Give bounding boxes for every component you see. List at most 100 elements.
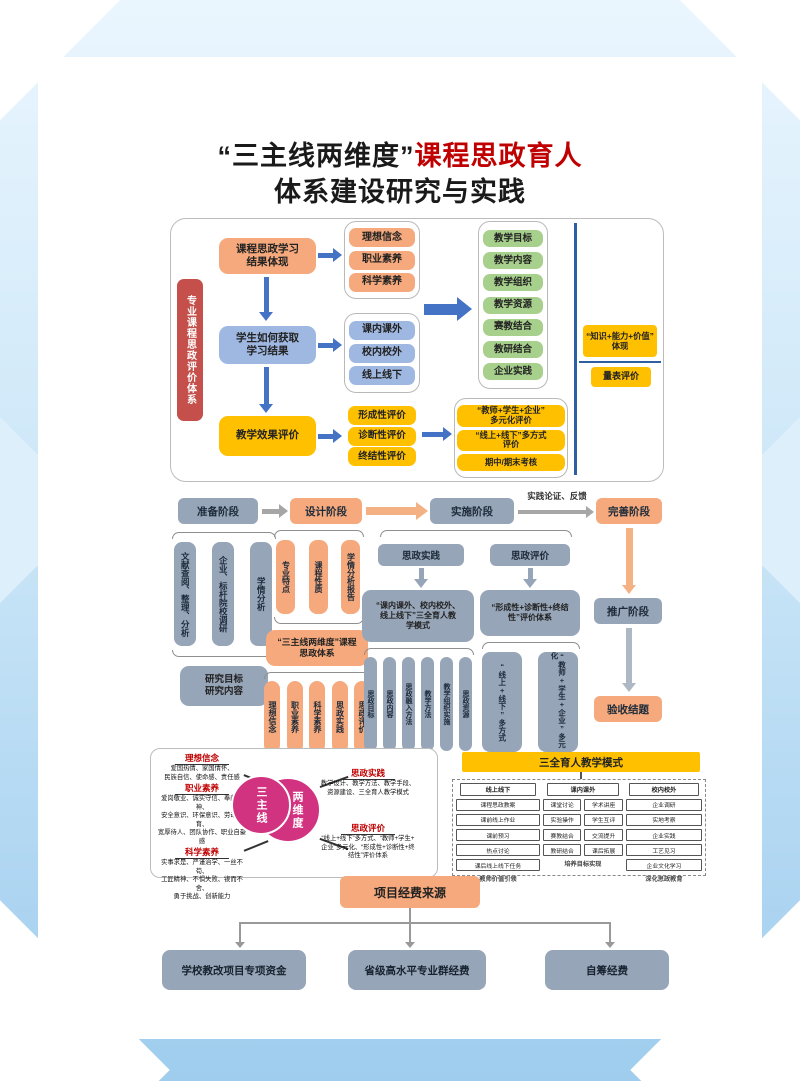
connector-line — [580, 772, 582, 779]
column-header: 校内校外 — [628, 783, 699, 796]
pill-item: 期中/期末考核 — [457, 454, 565, 472]
title-black-part: “三主线两维度” — [217, 141, 415, 171]
stage-arrow — [518, 506, 594, 518]
funding-drop-arrow — [403, 922, 417, 948]
down-arrow — [621, 628, 637, 692]
item-box: 赛教结合 — [542, 828, 582, 842]
item-box: 企业文化学习 — [625, 858, 702, 872]
vertical-pill: “线上+线下”多方式 — [482, 652, 522, 752]
box-how-students-obtain: 学生如何获取 学习结果 — [219, 326, 316, 364]
matrix-block: 思政评价 “线上+线下”多方式、“教师+学生+ 企业”多元化、“形成性+诊断性+… — [303, 822, 433, 861]
down-arrow — [621, 528, 637, 594]
two-dimensions-label: 两维度 — [291, 790, 303, 830]
stage-implement: 实施阶段 — [430, 498, 514, 524]
vertical-pill: 教学组织实施 — [440, 657, 453, 751]
process-flow: 准备阶段 设计阶段 实施阶段 实践论证、反馈 完善阶段 文献查阅、整理、分析企业… — [150, 490, 670, 762]
funding-channel-self-raised: 自筹经费 — [545, 950, 669, 990]
group-channels: 课内课外校内校外线上线下 — [344, 313, 420, 393]
item-box: 企业调研 — [625, 798, 702, 812]
stage-acceptance: 验收结题 — [594, 696, 662, 722]
evaluation-system-panel: 专业课程思政评价体系 课程思政学习 结果体现 学生如何获取 学习结果 教学效果评… — [170, 218, 664, 482]
prepare-pills: 文献查阅、整理、分析企业、标杆院校调研学情分析 — [174, 542, 272, 646]
funding-channel-provincial: 省级高水平专业群经费 — [348, 950, 486, 990]
pill-item: 校内校外 — [349, 343, 415, 363]
column-header: 线上线下 — [459, 783, 536, 796]
bracket — [264, 672, 372, 679]
matrix-block-header: 思政评价 — [303, 822, 433, 836]
stage-arrow — [366, 502, 428, 520]
evaluation-header: 思政评价 — [490, 544, 570, 566]
vertical-pill: 思政融入方法 — [402, 657, 415, 751]
pill-item: 职业素养 — [349, 250, 415, 270]
sanquan-title: 三全育人教学模式 — [462, 752, 700, 772]
matrix-right-column: 思政实践 教学设计、教学方法、教学手段、 资源建设、三全育人教学模式 思政评价 … — [303, 755, 433, 873]
vertical-pill: 职业素养 — [286, 681, 303, 753]
matrix-block-header: 职业素养 — [155, 782, 249, 795]
column-header: 课内课外 — [546, 783, 619, 796]
item-box: 实地考察 — [625, 813, 702, 827]
item-box: 学术讲座 — [584, 798, 623, 812]
practice-pills: 思政目标思政内容思政融入方法教学方法教学组织实施思政资源 — [364, 657, 472, 751]
vertical-pill: 科学素养 — [309, 681, 325, 753]
pill-item: 终结性评价 — [348, 447, 416, 467]
box-learning-results: 课程思政学习 结果体现 — [219, 238, 316, 274]
stage-prepare: 准备阶段 — [178, 498, 258, 524]
matrix-panel: 理想信念 爱国热情、家国情怀、 民族自信、使命感、责任感 职业素养 爱岗敬业、诚… — [150, 748, 438, 900]
pill-item: 教学组织 — [483, 274, 543, 292]
bracket — [274, 617, 364, 624]
sanquan-col-in-out-class: 课内课外 课堂讨论实验操作赛教结合教研结合 学术讲座学生互评交流提升课后拓展 培… — [542, 783, 623, 872]
side-label-evaluation-system: 专业课程思政评价体系 — [177, 279, 203, 421]
matrix-block-text: 实事求是、严谨治学、一丝不苟、 工匠精神、不惧失败、锲而不舍、 勇于挑战、创新能… — [161, 859, 243, 900]
bracket — [172, 650, 276, 657]
stage-complete: 完善阶段 — [596, 498, 662, 524]
group-eval-types: 形成性评价诊断性评价终结性评价 — [344, 401, 420, 471]
down-arrow — [413, 568, 429, 588]
funding-drop-arrow — [603, 922, 617, 948]
pill-item: 赛教结合 — [483, 318, 543, 336]
down-arrow — [522, 568, 538, 588]
system-box: “三主线两维度”课程 思政体系 — [266, 630, 368, 666]
vertical-pill: 企业、标杆院校调研 — [212, 542, 234, 646]
down-arrow — [258, 367, 274, 413]
item-box: 企业实践 — [625, 828, 702, 842]
sanquan-col-online-offline: 线上线下 课程思政教案课前线上作业课前预习热点讨论课后线上线下任务 教师价值引领 — [456, 783, 540, 883]
box-teaching-effect-eval: 教学效果评价 — [219, 416, 316, 456]
stage-arrow — [262, 504, 288, 518]
outcome-knowledge-ability-value: “知识+能力+价值” 体现 — [583, 325, 657, 357]
right-arrow — [318, 338, 342, 352]
item-box: 课程思政教案 — [456, 798, 540, 812]
item-box: 课前预习 — [456, 828, 540, 842]
title-red-part: 课程思政育人 — [414, 141, 583, 171]
vertical-pill: 思政资源 — [459, 657, 472, 751]
vertical-pill: 专业特点 — [276, 540, 295, 614]
bracket — [364, 648, 474, 655]
item-box: 工艺见习 — [625, 843, 702, 857]
subcolumn-right: 学术讲座学生互评交流提升课后拓展 — [584, 796, 623, 857]
pill-item: 课内课外 — [349, 320, 415, 340]
matrix-block-header: 科学素养 — [155, 846, 249, 859]
item-box: 课堂讨论 — [542, 798, 582, 812]
matrix-block: 职业素养 爱岗敬业、诚实守信、奉献精神、 安全意识、环保意识、劳动教育、 宽厚待… — [155, 782, 249, 846]
item-box: 热点讨论 — [456, 843, 540, 857]
vertical-pill: 学情分析报告 — [341, 540, 360, 614]
practice-mode-box: “课内课外、校内校外、 线上线下”三全育人教 学模式 — [362, 590, 474, 642]
column-items: 企业调研实地考察企业实践工艺见习企业文化学习 — [625, 798, 702, 872]
column-footer: 教师价值引领 — [479, 876, 517, 884]
group-ideals: 理想信念职业素养科学素养 — [344, 221, 420, 299]
vertical-pill: “教师+学生+企业”多元化 — [538, 652, 578, 752]
vertical-pill: 课程性质 — [308, 540, 328, 614]
evaluation-pills: “线上+线下”多方式 “教师+学生+企业”多元化 — [482, 652, 578, 752]
bracket — [380, 530, 572, 537]
pill-item: 科学素养 — [349, 272, 415, 292]
item-box: 教研结合 — [542, 843, 582, 857]
funding-line — [409, 908, 411, 923]
pill-item: 教学资源 — [483, 296, 543, 314]
right-arrow — [422, 427, 452, 441]
funding-channel-school: 学校教改项目专项资金 — [162, 950, 306, 990]
vertical-pill: 理想信念 — [264, 681, 280, 753]
sanquan-panel: 三全育人教学模式 线上线下 课程思政教案课前线上作业课前预习热点讨论课后线上线下… — [452, 752, 710, 883]
vertical-pill: 思政目标 — [364, 657, 377, 751]
vertical-pill: 思政内容 — [383, 657, 396, 751]
evaluation-system-box: “形成性+诊断性+终结 性”评价体系 — [480, 590, 580, 636]
